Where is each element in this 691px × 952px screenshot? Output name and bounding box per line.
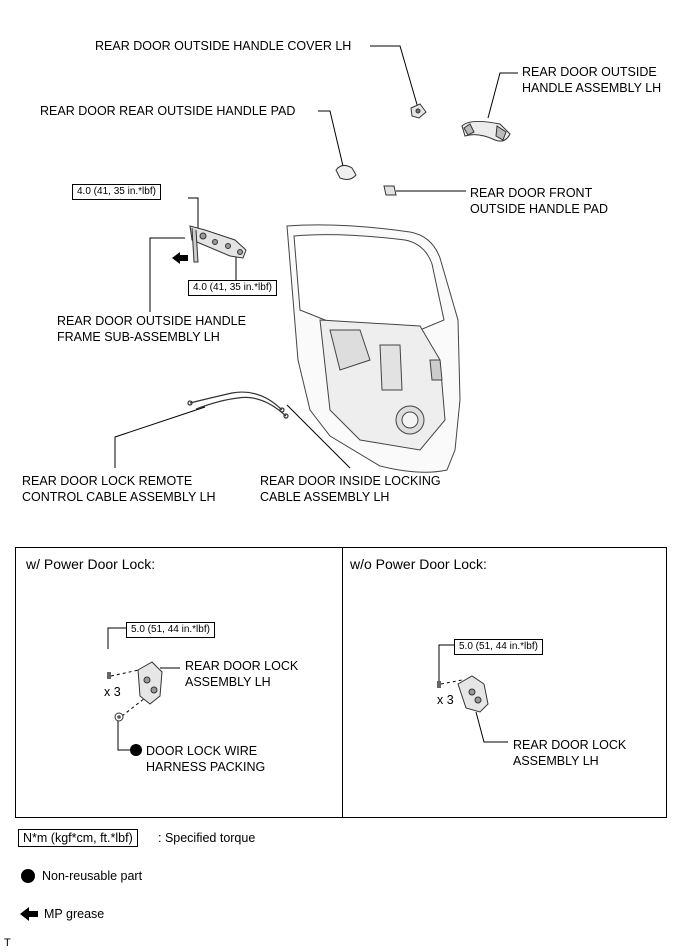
label-outside-handle-assy-line2: HANDLE ASSEMBLY LH	[522, 81, 662, 95]
cables-part	[187, 391, 289, 419]
legend-non-reusable-text: Non-reusable part	[42, 869, 143, 883]
label-inside-locking-cable-line1: REAR DOOR INSIDE LOCKING	[260, 474, 441, 488]
rear-door-panel	[286, 224, 461, 473]
label-power-lock-line1: REAR DOOR LOCK	[185, 659, 299, 673]
legend-torque-box: N*m (kgf*cm, ft.*lbf)	[18, 829, 138, 847]
leader-handle-cover	[370, 45, 419, 109]
torque-frame-upper: 4.0 (41, 35 in.*lbf)	[72, 184, 161, 200]
label-frame-sub-assy-line2: FRAME SUB-ASSEMBLY LH	[57, 330, 220, 344]
label-outside-handle-cover: REAR DOOR OUTSIDE HANDLE COVER LH	[95, 39, 352, 53]
panel-power-door-lock: w/ Power Door Lock:	[15, 547, 343, 818]
label-rear-outside-handle-pad: REAR DOOR REAR OUTSIDE HANDLE PAD	[40, 104, 296, 118]
legend-grease-arrow-icon	[20, 907, 38, 921]
grease-arrow-icon	[172, 252, 188, 264]
outside-handle-part	[461, 120, 511, 142]
qty-no-power: x 3	[437, 693, 454, 707]
label-outside-handle-assy-line1: REAR DOOR OUTSIDE	[522, 65, 657, 79]
qty-power: x 3	[104, 685, 121, 699]
legend-non-reusable-icon	[21, 869, 35, 883]
leader-inside-locking-cable	[286, 404, 351, 469]
label-frame-sub-assy-line1: REAR DOOR OUTSIDE HANDLE	[57, 314, 246, 328]
legend-torque-text: : Specified torque	[158, 831, 256, 845]
leader-rear-pad	[318, 110, 344, 167]
label-power-lock-line2: ASSEMBLY LH	[185, 675, 271, 689]
label-front-pad-line1: REAR DOOR FRONT	[470, 186, 593, 200]
no-power-lock-graphic	[437, 644, 508, 743]
label-packing-line2: HARNESS PACKING	[146, 760, 266, 774]
leader-torque-upper	[188, 197, 199, 232]
label-packing-line1: DOOR LOCK WIRE	[146, 744, 258, 758]
leader-frame-sub-assy	[149, 237, 185, 312]
footer-mark: T	[4, 937, 11, 949]
label-front-pad-line2: OUTSIDE HANDLE PAD	[470, 202, 608, 216]
legend-grease-text: MP grease	[44, 907, 105, 921]
rear-pad-part	[335, 164, 357, 180]
torque-lock-power: 5.0 (51, 44 in.*lbf)	[126, 622, 215, 638]
torque-frame-lower: 4.0 (41, 35 in.*lbf)	[188, 280, 277, 296]
handle-cover-part	[410, 103, 427, 119]
label-remote-cable-line2: CONTROL CABLE ASSEMBLY LH	[22, 490, 216, 504]
non-reusable-dot-icon	[130, 744, 142, 756]
panel-no-power-door-lock: w/o Power Door Lock:	[342, 547, 667, 818]
panel-power-title: w/ Power Door Lock:	[26, 556, 156, 572]
front-pad-part	[383, 185, 397, 196]
torque-lock-no-power: 5.0 (51, 44 in.*lbf)	[454, 639, 543, 655]
leader-outside-handle-assy	[487, 72, 518, 119]
handle-frame-part	[189, 225, 247, 263]
leader-remote-cable	[114, 406, 206, 468]
label-no-power-lock-line1: REAR DOOR LOCK	[513, 738, 627, 752]
label-no-power-lock-line2: ASSEMBLY LH	[513, 754, 599, 768]
power-lock-graphic	[107, 627, 180, 756]
label-inside-locking-cable-line2: CABLE ASSEMBLY LH	[260, 490, 390, 504]
label-remote-cable-line1: REAR DOOR LOCK REMOTE	[22, 474, 193, 488]
panel-no-power-title: w/o Power Door Lock:	[350, 556, 487, 572]
